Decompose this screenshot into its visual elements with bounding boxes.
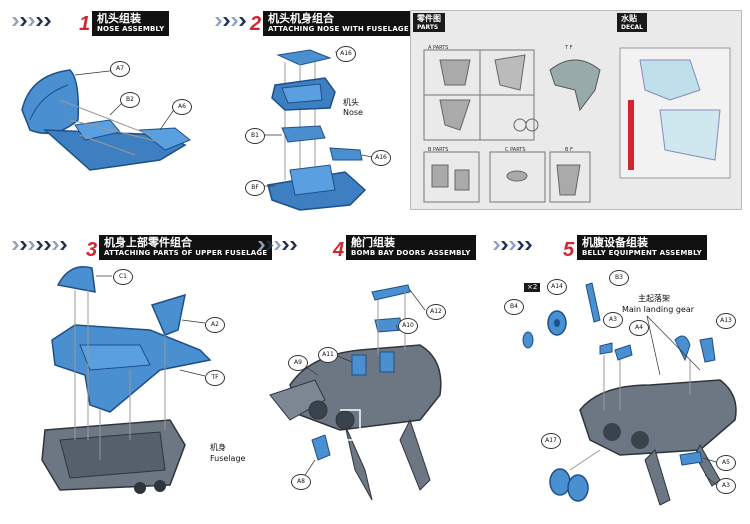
step-title-cn: 舱门组装	[351, 236, 395, 249]
part-label: A8	[291, 474, 311, 490]
part-label: A6	[172, 99, 192, 115]
part-label: A16	[371, 150, 391, 166]
part-label: A2	[205, 317, 225, 333]
step-title-en: ATTACHING NOSE WITH FUSELAGE	[268, 25, 409, 33]
decal-title-en: DECAL	[621, 24, 643, 31]
step-number: 5	[563, 239, 575, 261]
fuselage-note-en: Fuselage	[210, 454, 246, 463]
step-chevrons	[493, 241, 532, 250]
part-label: C1	[113, 269, 133, 285]
step-title-cn: 机身上部零件组合	[104, 236, 192, 249]
nose-note-en: Nose	[343, 108, 363, 117]
part-label: B2	[120, 92, 140, 108]
step-title-en: NOSE ASSEMBLY	[97, 25, 165, 33]
step-chevrons	[12, 17, 51, 26]
step-title-box: 机头机身组合 ATTACHING NOSE WITH FUSELAGE	[263, 11, 414, 36]
step-title-en: ATTACHING PARTS OF UPPER FUSELAGE	[104, 249, 268, 257]
step-title-en: BELLY EQUIPMENT ASSEMBLY	[582, 249, 702, 257]
step-title-box: 机身上部零件组合 ATTACHING PARTS OF UPPER FUSELA…	[99, 235, 273, 260]
step-title-en: BOMB BAY DOORS ASSEMBLY	[351, 249, 471, 257]
part-label: B1	[245, 128, 265, 144]
part-label: A16	[336, 46, 356, 62]
quantity-badge: ×2	[524, 283, 541, 292]
step-title-cn: 机腹设备组装	[582, 236, 648, 249]
step-number: 4	[333, 239, 345, 261]
nose-note-cn: 机头	[343, 98, 359, 107]
parts-title-bar: 零件图 PARTS	[413, 13, 445, 32]
step-title-box: 机腹设备组装 BELLY EQUIPMENT ASSEMBLY	[577, 235, 707, 260]
parts-title-cn: 零件图	[417, 14, 441, 23]
sprue-label: C PARTS	[505, 147, 526, 153]
part-label: B4	[504, 299, 524, 315]
part-label: A13	[716, 313, 736, 329]
sprue-label: B PARTS	[428, 147, 449, 153]
part-label: A9	[288, 355, 308, 371]
part-label: A17	[541, 433, 561, 449]
step-number: 2	[250, 13, 262, 35]
landing-gear-note-en: Main landing gear	[622, 305, 695, 314]
landing-gear-note-cn: 主起落架	[638, 294, 670, 303]
step-title-cn: 机头机身组合	[268, 12, 334, 25]
step-title-box: 舱门组装 BOMB BAY DOORS ASSEMBLY	[346, 235, 476, 260]
part-label: A3	[603, 312, 623, 328]
step-chevrons	[12, 241, 67, 250]
step-chevrons	[215, 17, 246, 26]
part-label: BF	[245, 180, 265, 196]
decal-title-cn: 水贴	[621, 14, 637, 23]
fuselage-note-cn: 机身	[210, 443, 226, 452]
step-chevrons	[258, 241, 297, 250]
parts-title-en: PARTS	[417, 24, 439, 31]
sprue-label: T F	[565, 45, 573, 51]
part-label: B3	[609, 270, 629, 286]
sprue-label: B F	[565, 147, 573, 153]
step-title-box: 机头组装 NOSE ASSEMBLY	[92, 11, 170, 36]
decal-title-bar: 水贴 DECAL	[617, 13, 647, 32]
part-label: A7	[110, 61, 130, 77]
part-label: A10	[398, 318, 418, 334]
step-number: 3	[86, 239, 98, 261]
part-label: A4	[629, 320, 649, 336]
sprue-label: A PARTS	[428, 45, 449, 51]
part-label: TF	[205, 370, 225, 386]
step-number: 1	[79, 13, 91, 35]
step-title-cn: 机头组装	[97, 12, 141, 25]
part-label: A14	[547, 279, 567, 295]
part-label: A11	[318, 347, 338, 363]
part-label: A3	[716, 478, 736, 494]
part-label: A12	[426, 304, 446, 320]
part-label: A5	[716, 455, 736, 471]
